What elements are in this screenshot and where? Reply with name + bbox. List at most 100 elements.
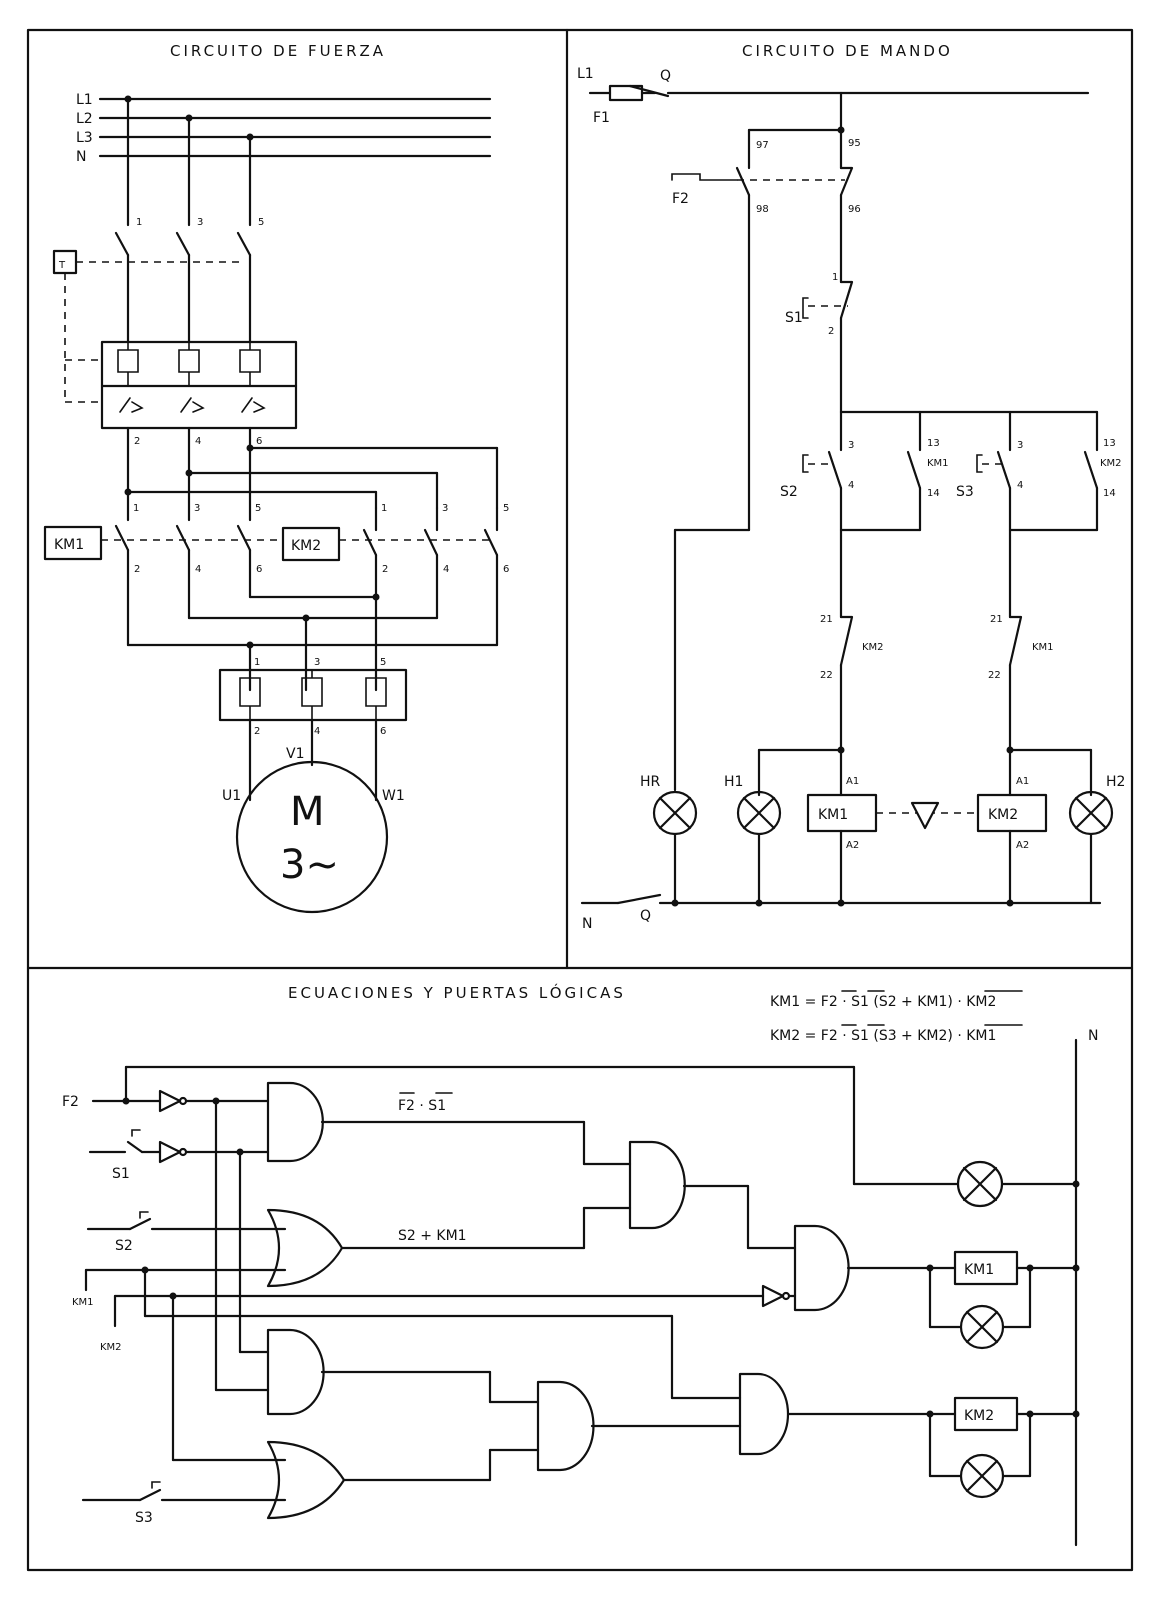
km2-term-5: 5: [503, 503, 509, 514]
motor-u1: U1: [222, 788, 241, 804]
il1-label: KM2: [862, 642, 884, 653]
km2-term-3: 3: [442, 503, 448, 514]
km1-power-contacts: 1 3 5 KM1 2 4 6: [43, 503, 280, 575]
ctrl-f1-label: F1: [593, 110, 610, 126]
supply-lines: L1 L2 L3 N: [76, 92, 492, 227]
km2-term-2: 2: [382, 564, 388, 575]
relay-96: 96: [848, 204, 861, 215]
frames: [26, 28, 1134, 1572]
mechanical-interlock: [876, 801, 978, 830]
relay-term-3: 3: [314, 657, 320, 668]
in-f2-label: F2: [62, 1094, 79, 1110]
coil1-label: KM1: [818, 807, 848, 823]
motor-phase: 3~: [280, 842, 339, 888]
circuit-breaker: 2 4 6: [100, 340, 298, 447]
km1-term-4: 4: [195, 564, 201, 575]
km2-power-label: KM2: [291, 538, 321, 554]
il2-term-22: 22: [988, 670, 1001, 681]
s2-term-4: 4: [848, 480, 854, 491]
relay-term-6: 6: [380, 726, 386, 737]
relay-term-5: 5: [380, 657, 386, 668]
control-supply: L1 F1 Q: [577, 66, 1090, 134]
ctrl-n-label: N: [582, 916, 592, 932]
s2-label: S2: [780, 484, 798, 500]
or-gate-1: S2 + KM1: [266, 1206, 632, 1288]
coil1-a2: A2: [846, 840, 859, 851]
s2-term-3: 3: [848, 440, 854, 451]
il1-term-21: 21: [820, 614, 833, 625]
km1-term-3: 3: [194, 503, 200, 514]
equation-km1: KM1 = F2 · S1 (S2 + KM1) · KM2: [770, 994, 996, 1010]
km1-term-5: 5: [255, 503, 261, 514]
km1-power-label: KM1: [54, 537, 84, 553]
motor-symbol: M: [290, 789, 325, 835]
thermal-relay: 1 3 5 2 4 6: [218, 657, 408, 802]
s3-term-3: 3: [1017, 440, 1023, 451]
and-label: F2 · S1: [398, 1098, 446, 1114]
ctrl-q-label: Q: [660, 68, 671, 84]
logic-outputs: KM1 KM2: [928, 1160, 1078, 1499]
in-s3-label: S3: [135, 1510, 153, 1526]
km2-term-6: 6: [503, 564, 509, 575]
relay-95: 95: [848, 138, 861, 149]
logic-neutral: N: [1072, 1028, 1098, 1547]
ctrl-q2-label: Q: [640, 908, 651, 924]
relay-term-2: 2: [254, 726, 260, 737]
relay-contacts: 97 95 F2 98 96: [671, 128, 861, 792]
svg-text:T: T: [58, 260, 66, 271]
lamp-hr-label: HR: [640, 774, 661, 790]
in-s2-label: S2: [115, 1238, 133, 1254]
hold1-term-14: 14: [927, 488, 940, 499]
s3-label: S3: [956, 484, 974, 500]
equation-km2: KM2 = F2 · S1 (S3 + KM2) · KM1: [770, 1028, 996, 1044]
motor: U1 V1 W1 M 3~: [222, 746, 405, 914]
logic-n-label: N: [1088, 1028, 1098, 1044]
s1-term-2: 2: [828, 326, 834, 337]
coil2-label: KM2: [988, 807, 1018, 823]
or-label: S2 + KM1: [398, 1228, 467, 1244]
in-s1-label: S1: [112, 1166, 130, 1182]
coil2-a1: A1: [1016, 776, 1029, 787]
and-gate-4: [536, 1380, 742, 1472]
il2-term-21: 21: [990, 614, 1003, 625]
coil1-a1: A1: [846, 776, 859, 787]
and-gate-2: [628, 1140, 797, 1250]
main-switch: 1 3 5 T: [52, 217, 264, 403]
ctrl-l1-label: L1: [577, 66, 594, 82]
km1-term-2: 2: [134, 564, 140, 575]
relay-97: 97: [756, 140, 769, 151]
power-title: CIRCUITO DE FUERZA: [170, 42, 386, 60]
or-gate-2: [266, 1440, 540, 1520]
s1-term-1: 1: [832, 272, 838, 283]
s1-label: S1: [785, 310, 803, 326]
motor-w1: W1: [382, 788, 405, 804]
hold2-label: KM2: [1100, 458, 1122, 469]
il1-term-22: 22: [820, 670, 833, 681]
km2-term-1: 1: [381, 503, 387, 514]
out-km2-label: KM2: [964, 1408, 994, 1424]
logic-title: ECUACIONES Y PUERTAS LÓGICAS: [288, 983, 626, 1002]
relay-term-1: 1: [254, 657, 260, 668]
cb-term-6: 6: [256, 436, 262, 447]
out-km1-label: KM1: [964, 1262, 994, 1278]
control-title: CIRCUITO DE MANDO: [742, 42, 953, 60]
lamp-h1-label: H1: [724, 774, 743, 790]
and-gate-km2: [738, 1294, 934, 1456]
relay-98: 98: [756, 204, 769, 215]
reversing-wiring: [126, 548, 499, 692]
hold2-term-14: 14: [1103, 488, 1116, 499]
km2-power-contacts: 1 3 5 KM2 2 4 6: [281, 503, 509, 575]
branch-km1: 3 13 S2 4 KM1 14 21 KM2 22 A1 KM1 A2: [757, 438, 949, 905]
km1-term-6: 6: [256, 564, 262, 575]
line-n-label: N: [76, 149, 86, 165]
hold2-term-13: 13: [1103, 438, 1116, 449]
and-gate-1: F2 · S1: [266, 1081, 632, 1166]
and-gate-km1: [787, 1224, 934, 1312]
s3-term-4: 4: [1017, 480, 1023, 491]
distribution: [124, 426, 499, 522]
relay-f2-label: F2: [672, 191, 689, 207]
line-l1-label: L1: [76, 92, 93, 108]
logic-section: ECUACIONES Y PUERTAS LÓGICAS KM1 = F2 · …: [62, 983, 1098, 1547]
in-km1-label: KM1: [72, 1297, 94, 1308]
